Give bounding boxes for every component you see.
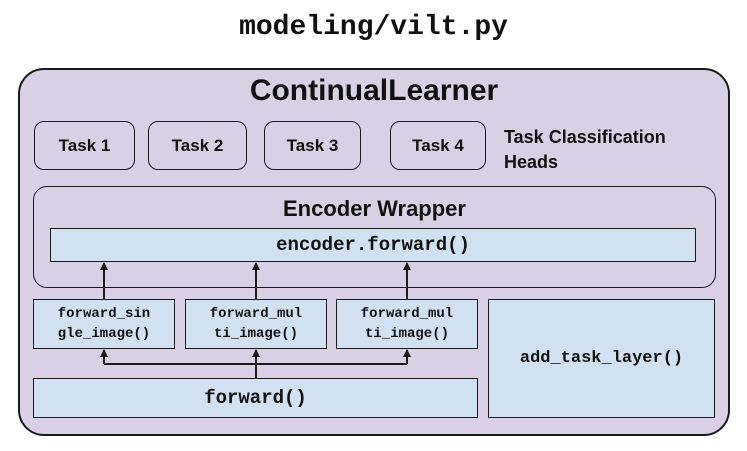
task-3-head: Task 3 (264, 121, 361, 170)
task-4-head: Task 4 (390, 121, 486, 170)
encoder-forward-method: encoder.forward() (50, 228, 696, 262)
forward-multi-image-method-2: forward_mul ti_image() (336, 299, 478, 349)
forward-multi-image-method-1: forward_mul ti_image() (185, 299, 327, 349)
task-2-head: Task 2 (148, 121, 247, 170)
add-task-layer-method: add_task_layer() (488, 299, 715, 418)
task-1-head: Task 1 (34, 121, 135, 170)
forward-single-image-label: forward_sin gle_image() (57, 306, 151, 342)
file-title: modeling/vilt.py (239, 12, 508, 43)
task-classification-heads-caption: Task Classification Heads (504, 127, 666, 172)
encoder-wrapper-title: Encoder Wrapper (283, 196, 466, 221)
continual-learner-title: ContinualLearner (249, 74, 499, 107)
forward-multi-image-label-2: forward_mul ti_image() (360, 306, 454, 342)
forward-single-image-method: forward_sin gle_image() (33, 299, 175, 349)
forward-method: forward() (33, 378, 478, 418)
forward-multi-image-label-1: forward_mul ti_image() (209, 306, 303, 342)
